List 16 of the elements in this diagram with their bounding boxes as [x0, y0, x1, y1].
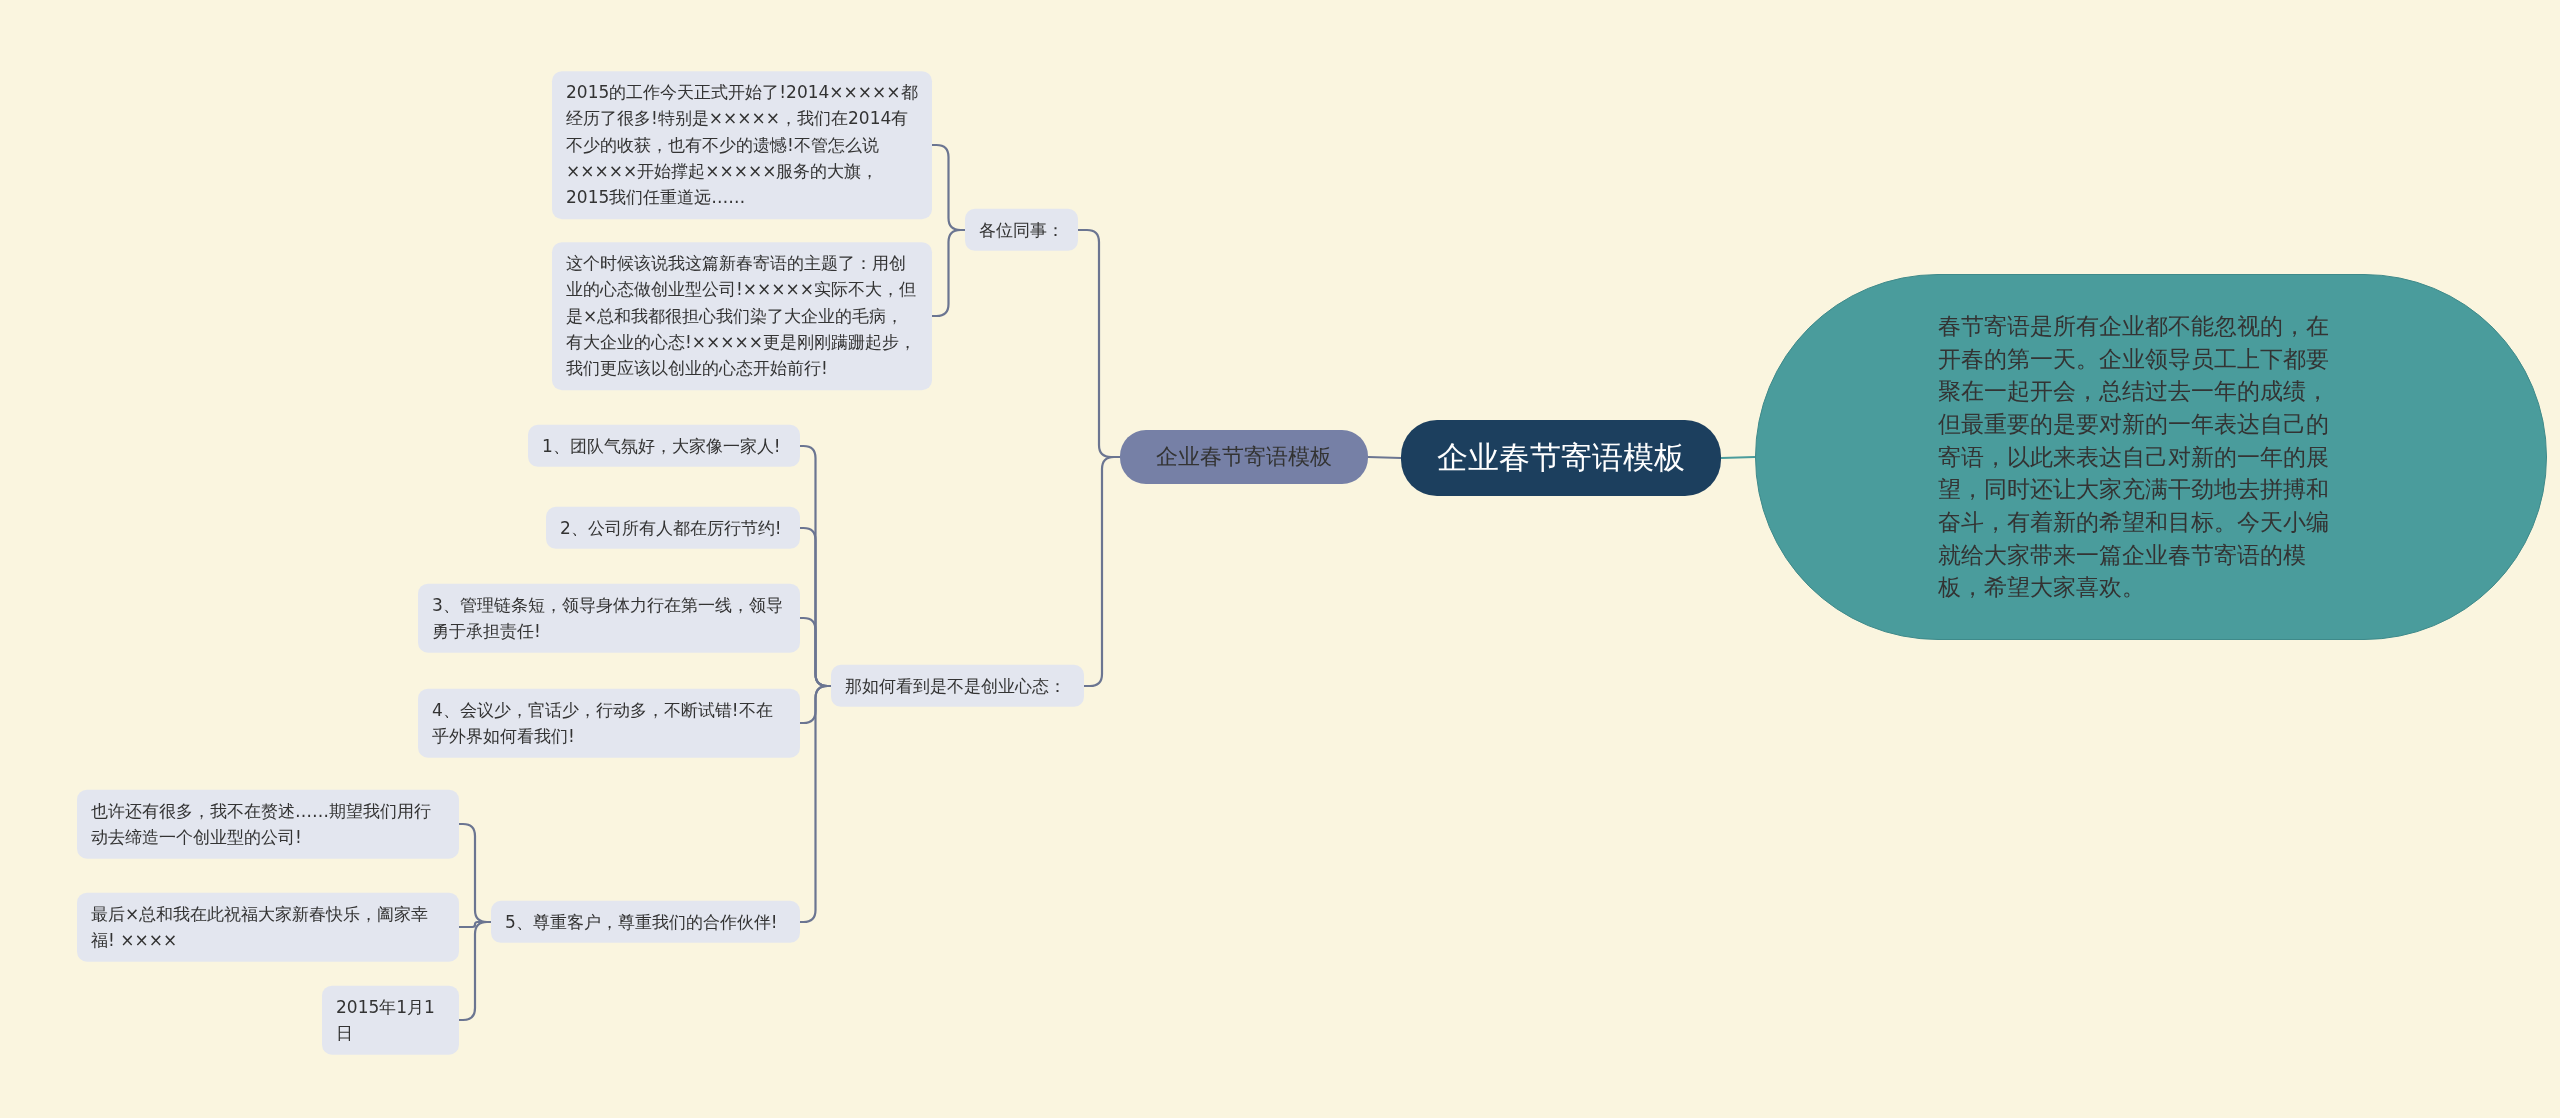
topic-box: 最后×总和我在此祝福大家新春快乐，阖家幸福! ××××	[77, 892, 459, 962]
topic-box: 那如何看到是不是创业心态：	[831, 664, 1084, 708]
topic-box: 5、尊重客户，尊重我们的合作伙伴!	[491, 900, 800, 944]
topic-box: 1、团队气氛好，大家像一家人!	[528, 424, 800, 468]
topic-box: 这个时候该说我这篇新春寄语的主题了：用创业的心态做创业型公司!×××××实际不大，但是×总和我都很担心我们染了大企业的毛病，有大企业的心态!×××××更是刚刚蹒跚起步，我们更应该以创业的心态开始前行!	[552, 242, 932, 390]
topic-box: 3、管理链条短，领导身体力行在第一线，领导勇于承担责任!	[418, 583, 800, 653]
central-topic: 企业春节寄语模板	[1401, 420, 1721, 496]
topic-box: 2015的工作今天正式开始了!2014×××××都经历了很多!特别是×××××，我们在2014有不少的收获，也有不少的遗憾!不管怎么说×××××开始撑起×××××服务的大旗，2015我们任重道远……	[552, 71, 932, 219]
topic-box: 2、公司所有人都在厉行节约!	[546, 506, 800, 550]
topic-box: 2015年1月1日	[322, 985, 459, 1055]
connector-line	[1720, 455, 1756, 460]
topic-box: 企业春节寄语模板	[1120, 430, 1368, 484]
topic-box: 也许还有很多，我不在赘述……期望我们用行动去缔造一个创业型的公司!	[77, 789, 459, 859]
connector-line	[1367, 455, 1402, 460]
topic-box: 各位同事：	[965, 208, 1078, 252]
topic-box: 4、会议少，官话少，行动多，不断试错!不在乎外界如何看我们!	[418, 688, 800, 758]
